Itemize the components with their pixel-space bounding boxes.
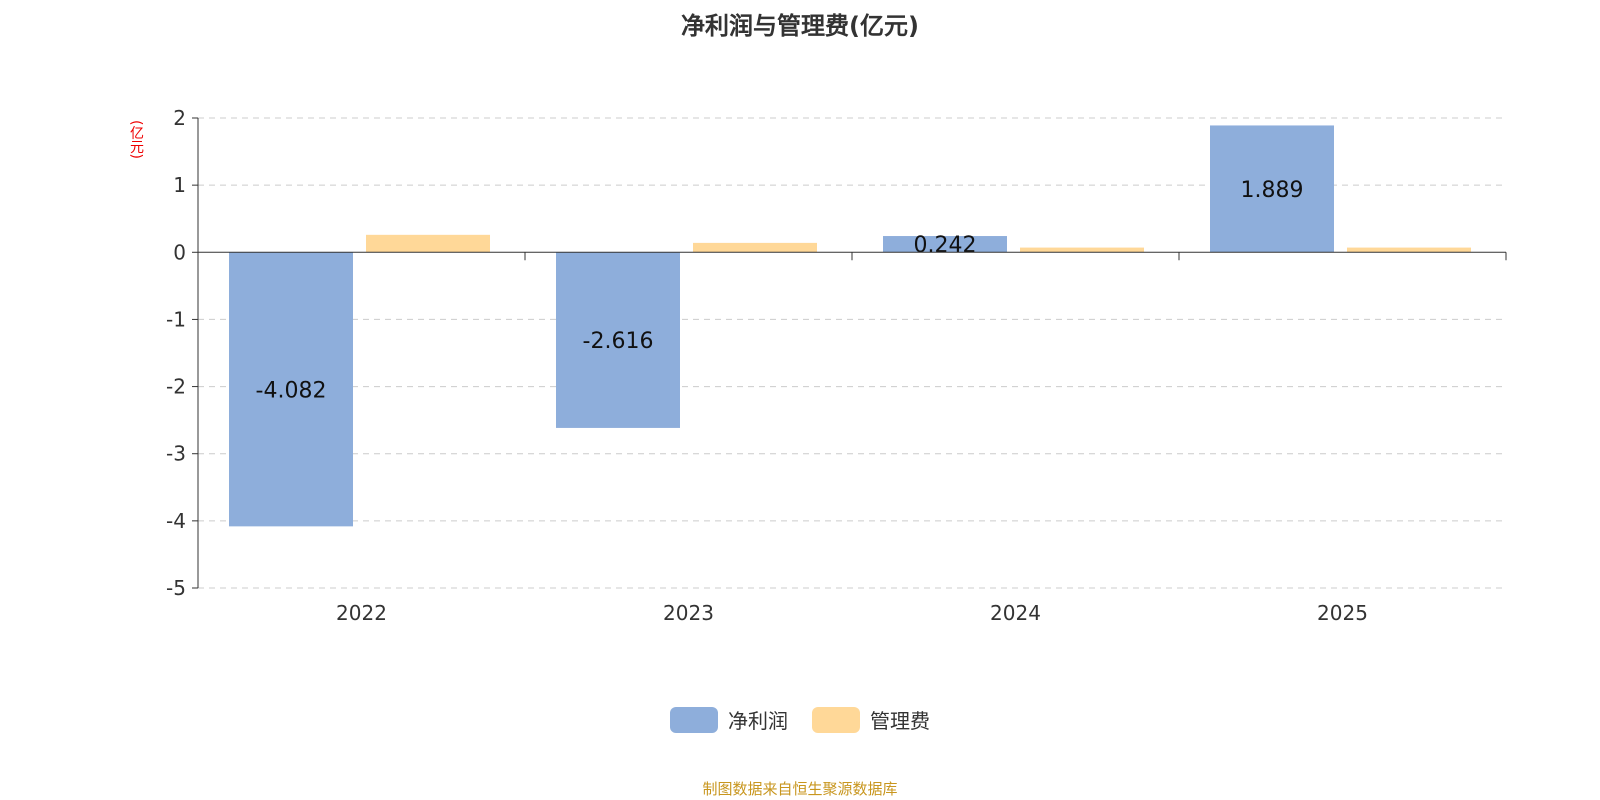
- legend: 净利润 管理费: [0, 705, 1600, 734]
- y-axis-unit: (亿元): [128, 120, 144, 159]
- x-tick-label: 2025: [1317, 601, 1368, 625]
- x-tick-label: 2023: [663, 601, 714, 625]
- x-tick-label: 2022: [336, 601, 387, 625]
- legend-swatch: [812, 706, 860, 733]
- bar-net-profit: [229, 252, 353, 527]
- bar-net-profit: [556, 252, 680, 428]
- y-tick-label: -4: [166, 509, 186, 533]
- bar-net-profit: [1210, 125, 1334, 253]
- legend-item-net-profit[interactable]: 净利润: [670, 705, 788, 734]
- legend-label: 净利润: [728, 709, 788, 733]
- y-tick-label: -1: [166, 307, 186, 331]
- source-note: 制图数据来自恒生聚源数据库: [702, 780, 898, 798]
- y-tick-label: 0: [173, 240, 186, 264]
- bar-admin-expense: [1020, 247, 1144, 253]
- legend-item-admin-expense[interactable]: 管理费: [812, 705, 930, 734]
- data-label: 1.889: [1241, 178, 1304, 203]
- bar-admin-expense: [693, 242, 817, 253]
- bar-admin-expense: [1347, 247, 1471, 253]
- legend-label: 管理费: [870, 709, 930, 733]
- y-tick-label: 2: [173, 106, 186, 130]
- x-tick-label: 2024: [990, 601, 1041, 625]
- bar-admin-expense: [366, 234, 490, 253]
- y-tick-label: -5: [166, 576, 186, 600]
- y-tick-label: -2: [166, 375, 186, 399]
- legend-swatch: [670, 706, 718, 733]
- chart-title: 净利润与管理费(亿元): [681, 12, 919, 40]
- data-label: 0.242: [914, 233, 977, 258]
- y-tick-label: -3: [166, 442, 186, 466]
- y-tick-label: 1: [173, 173, 186, 197]
- data-label: -4.082: [256, 378, 327, 403]
- data-label: -2.616: [583, 329, 654, 354]
- bar-net-profit: [883, 236, 1007, 253]
